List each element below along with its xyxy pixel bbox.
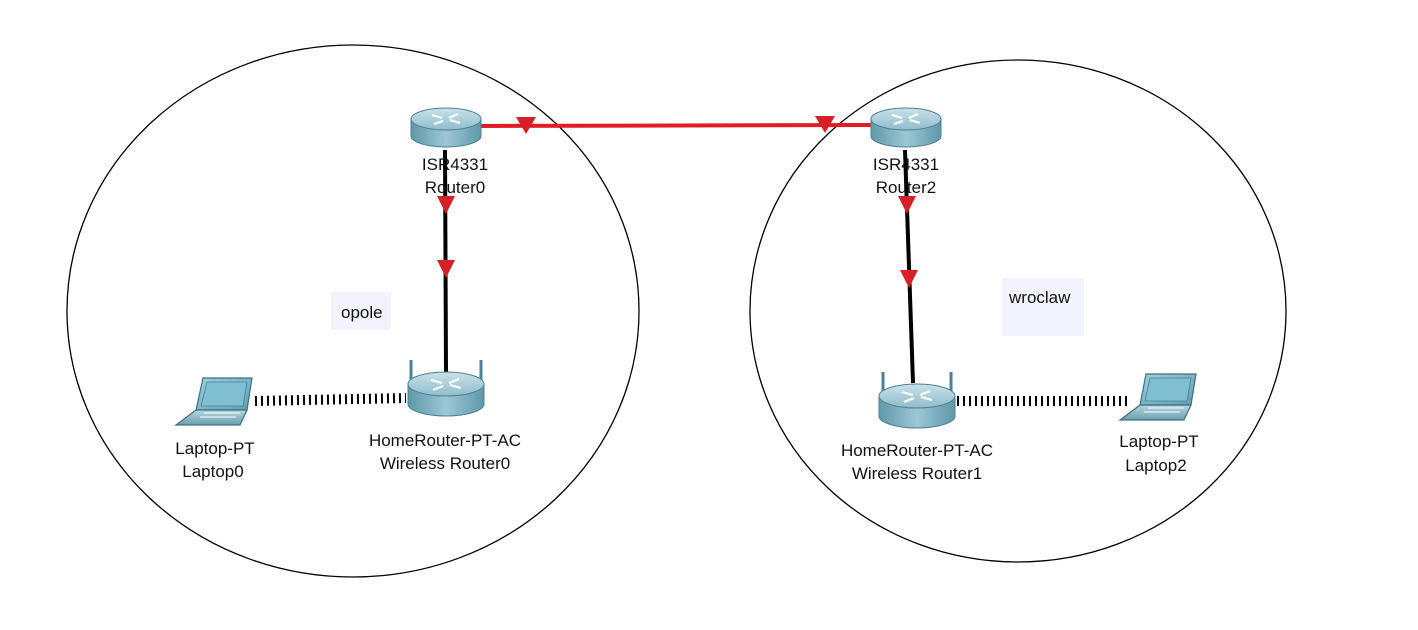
router-icon [870, 107, 942, 148]
wireless-router1-name-label: Wireless Router1 [852, 464, 982, 483]
laptop-icon [174, 377, 253, 426]
wireless-router1-model-label: HomeRouter-PT-AC [841, 441, 993, 460]
laptop0-name-label: Laptop0 [182, 462, 243, 481]
link-down-marker [900, 270, 918, 288]
wireless-router0-model-label: HomeRouter-PT-AC [369, 431, 521, 450]
link-down-marker [437, 196, 455, 214]
zone-wroclaw-boundary [749, 59, 1287, 563]
link-down-marker [437, 260, 455, 278]
note-wroclaw[interactable]: wroclaw [1002, 278, 1084, 336]
link-down-marker [898, 196, 916, 214]
link-down-marker [516, 117, 536, 134]
laptop-icon [1118, 373, 1197, 421]
wireless-router-icon [407, 360, 485, 417]
wireless-router0-name-label: Wireless Router0 [380, 454, 510, 473]
link-down-marker [815, 116, 835, 133]
device-laptop2[interactable]: Laptop-PT Laptop2 [1118, 373, 1199, 475]
link-router0-router2[interactable] [479, 123, 873, 128]
router0-model-label: ISR4331 [422, 155, 488, 174]
wireless-router-icon [878, 372, 956, 429]
device-wireless-router0[interactable]: HomeRouter-PT-AC Wireless Router0 [369, 360, 521, 473]
zone-opole [66, 44, 640, 578]
router2-model-label: ISR4331 [873, 155, 939, 174]
note-opole-text: opole [341, 303, 383, 322]
zone-wroclaw [749, 59, 1287, 563]
laptop0-model-label: Laptop-PT [175, 439, 254, 458]
laptop2-model-label: Laptop-PT [1119, 432, 1198, 451]
router2-name-label: Router2 [876, 178, 936, 197]
device-laptop0[interactable]: Laptop-PT Laptop0 [174, 377, 255, 481]
router0-name-label: Router0 [425, 178, 485, 197]
link-router2-wireless-router1[interactable] [903, 149, 915, 384]
device-router0[interactable]: ISR4331 Router0 [410, 107, 488, 197]
laptop2-name-label: Laptop2 [1125, 456, 1186, 475]
links [254, 123, 1130, 406]
link-markers [437, 116, 918, 288]
router-icon [410, 107, 482, 148]
zone-opole-boundary [66, 44, 640, 578]
link-wireless-router0-laptop0[interactable] [254, 393, 407, 406]
note-opole[interactable]: opole [331, 292, 391, 330]
device-router2[interactable]: ISR4331 Router2 [870, 107, 942, 197]
device-wireless-router1[interactable]: HomeRouter-PT-AC Wireless Router1 [841, 372, 993, 483]
note-wroclaw-text: wroclaw [1008, 288, 1071, 307]
